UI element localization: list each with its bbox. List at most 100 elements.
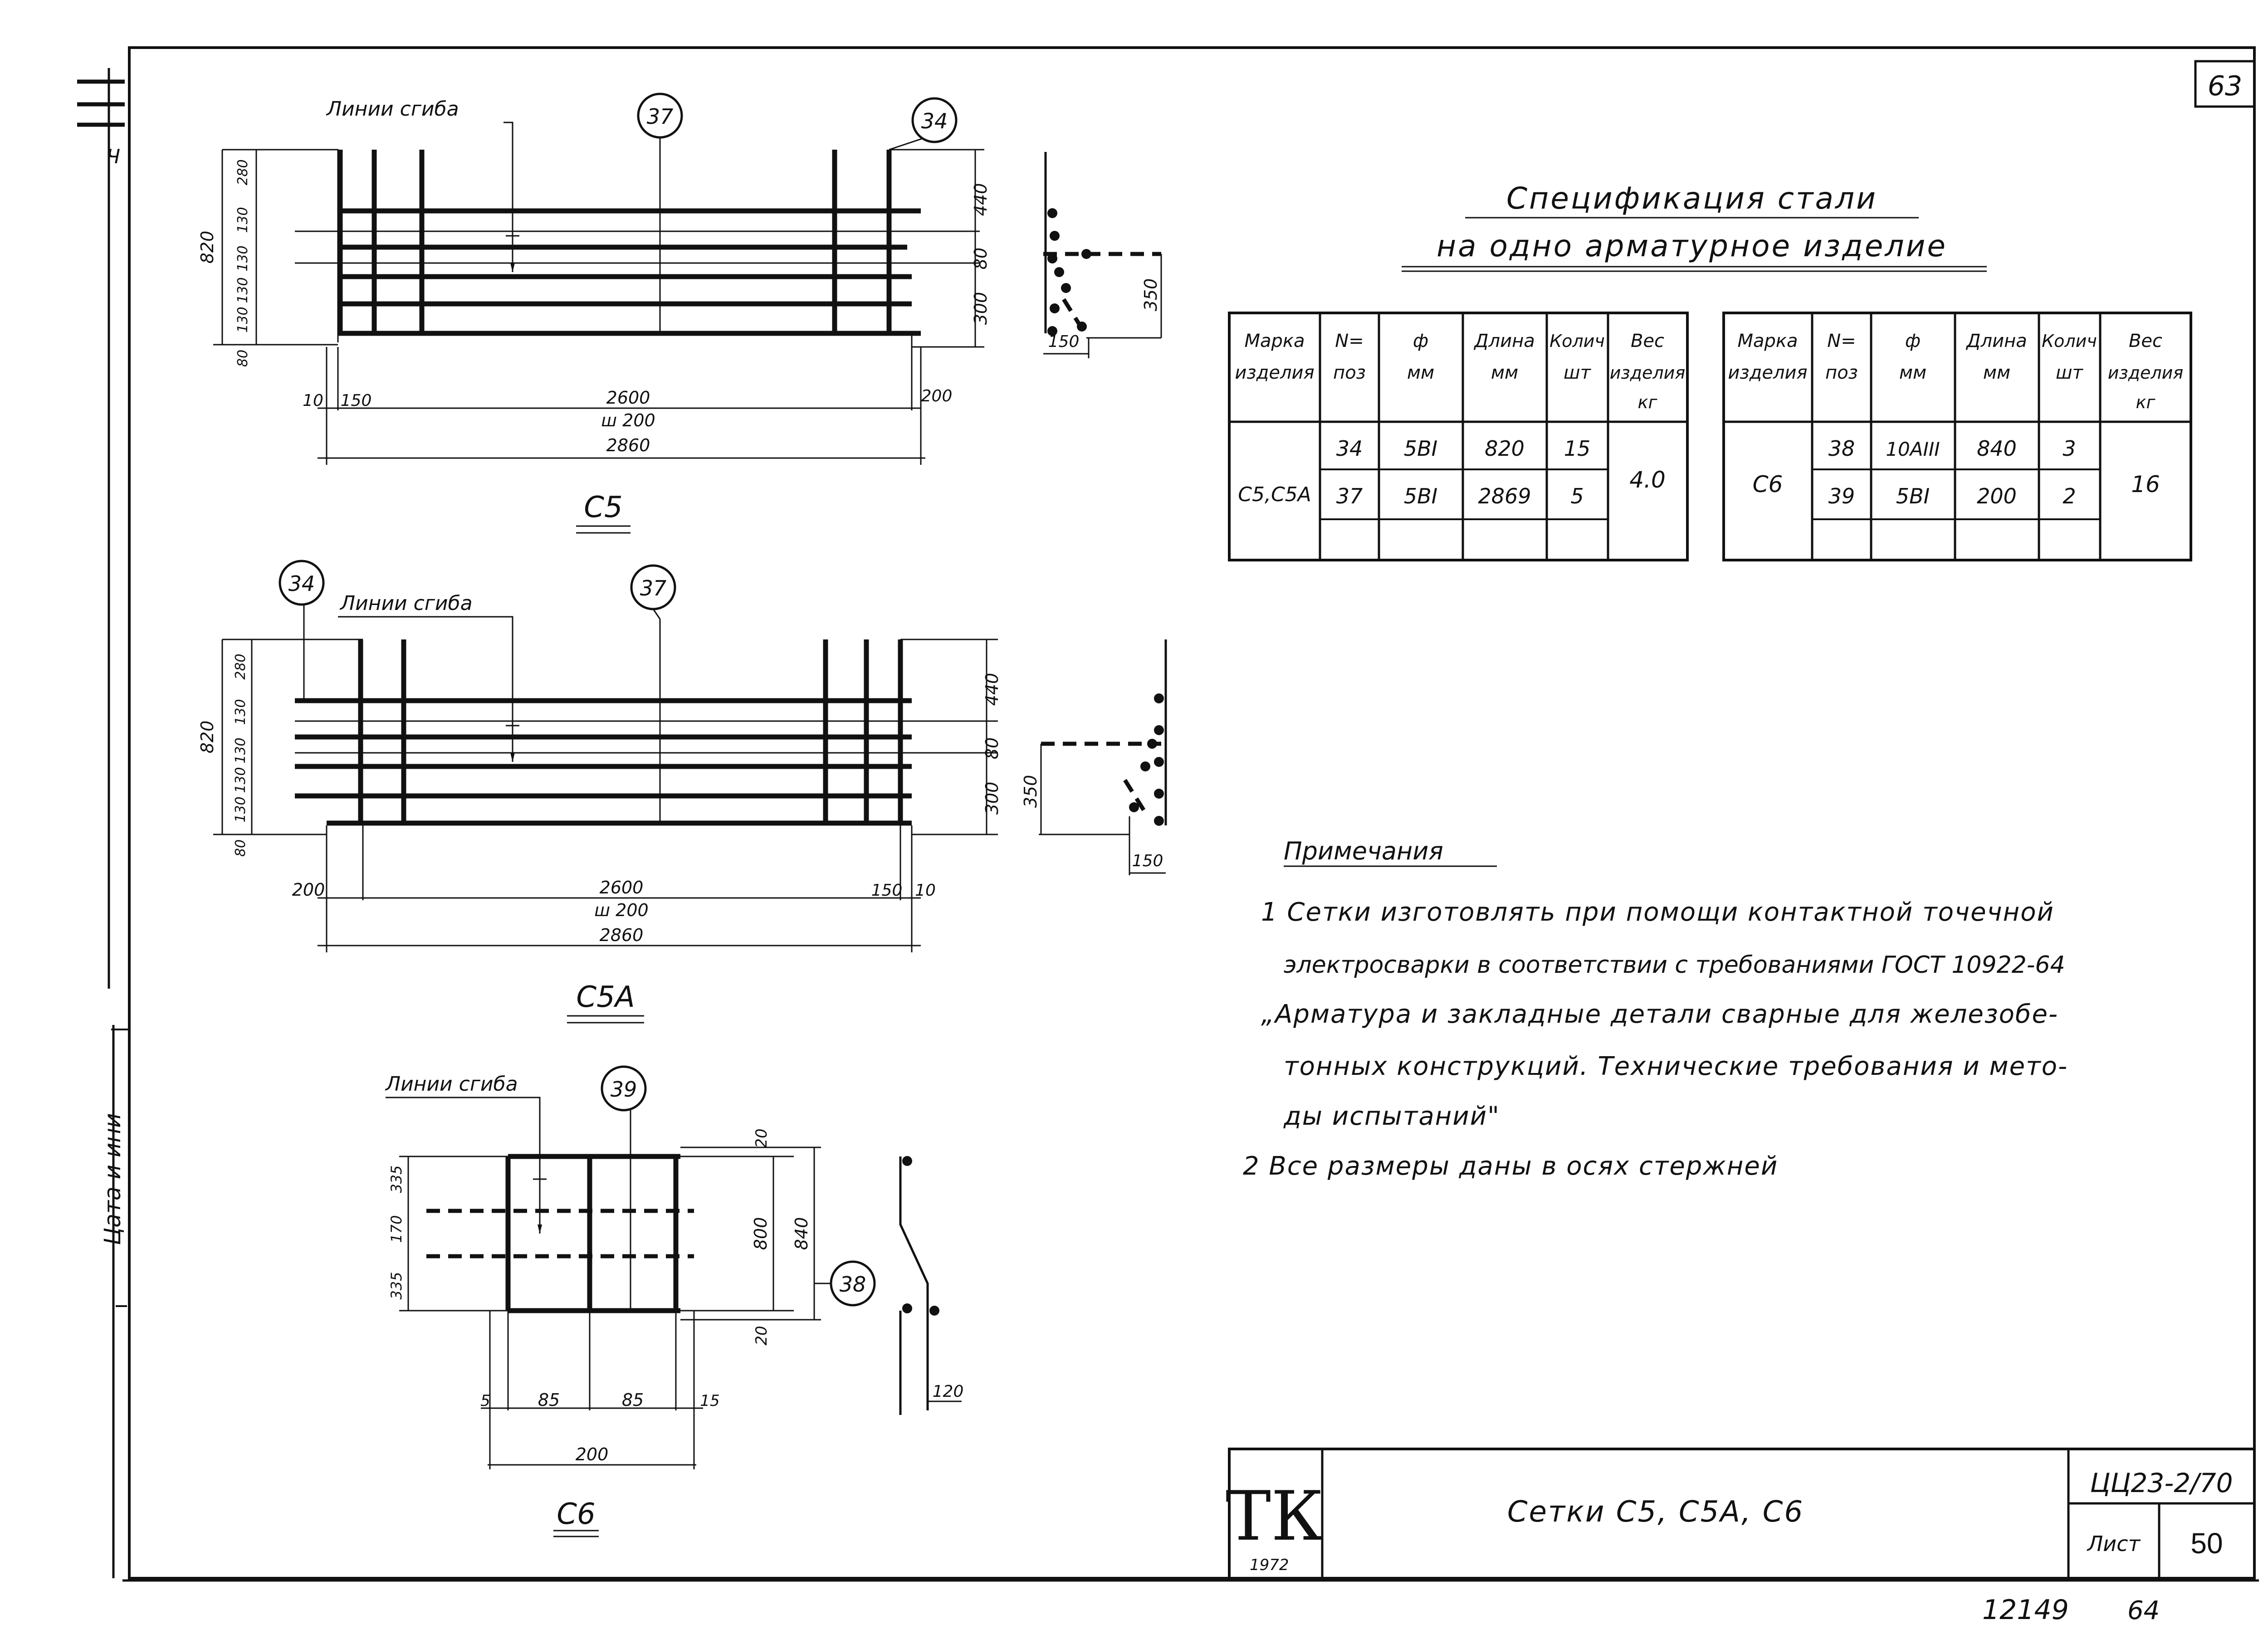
svg-text:820: 820 <box>197 231 217 264</box>
svg-text:шт: шт <box>2056 362 2084 383</box>
svg-text:2: 2 <box>2063 484 2076 508</box>
svg-text:300: 300 <box>982 782 1002 815</box>
c6-section <box>899 1156 962 1415</box>
svg-text:5ВI: 5ВI <box>1404 484 1437 508</box>
svg-text:20: 20 <box>753 1128 771 1148</box>
svg-text:5: 5 <box>1570 484 1584 508</box>
c6-bottom-dims: 5 85 85 15 200 <box>480 1390 719 1464</box>
svg-text:37: 37 <box>1336 484 1363 508</box>
sheet-frame <box>77 46 2259 1582</box>
svg-text:ш 200: ш 200 <box>601 410 655 430</box>
spec-table-1 <box>1228 312 1689 561</box>
spec-table-2-headers: Марка изделия N= поз ф мм Длина мм Колич… <box>1728 331 2183 412</box>
svg-text:Длина: Длина <box>1965 331 2027 351</box>
svg-text:200: 200 <box>576 1444 609 1464</box>
c6-section-dim-120: 120 <box>933 1382 964 1401</box>
svg-text:85: 85 <box>622 1390 644 1410</box>
svg-text:2860: 2860 <box>600 925 644 945</box>
svg-text:200: 200 <box>292 880 325 900</box>
c5-bottom-dims: 10 150 2600 ш 200 200 2860 <box>303 387 952 455</box>
svg-text:2869: 2869 <box>1478 484 1531 508</box>
left-margin-label: Цата и ини <box>99 1113 126 1245</box>
svg-text:85: 85 <box>538 1390 560 1410</box>
svg-text:5ВI: 5ВI <box>1404 436 1437 461</box>
c5a-section-dim-350: 350 <box>1021 775 1041 808</box>
svg-text:изделия: изделия <box>2108 363 2183 383</box>
notes-block: Примечания 1 Сетки изготовлять при помощ… <box>1243 837 2068 1181</box>
svg-text:130: 130 <box>235 245 251 271</box>
c6-bend-label: Линии сгиба <box>385 1073 518 1096</box>
c5-position-34: 34 <box>921 109 948 133</box>
svg-text:10АIII: 10АIII <box>1886 438 1940 460</box>
svg-text:10: 10 <box>915 881 936 900</box>
c5a-left-dims: 820 280 130 130 130 130 80 <box>197 654 249 857</box>
tk-logo: ТК <box>1226 1477 1324 1556</box>
svg-text:2600: 2600 <box>606 388 650 408</box>
svg-text:130: 130 <box>233 737 249 763</box>
svg-text:280: 280 <box>235 159 251 185</box>
svg-text:N=: N= <box>1827 331 1856 351</box>
svg-text:820: 820 <box>197 721 217 754</box>
spec-table-2-weight: 16 <box>2131 471 2160 498</box>
svg-text:80: 80 <box>233 839 249 857</box>
note-line-4: тонных конструкций. Технические требован… <box>1284 1052 2068 1081</box>
svg-text:840: 840 <box>792 1217 811 1250</box>
svg-text:840: 840 <box>1977 436 2017 461</box>
svg-text:изделия: изделия <box>1610 363 1685 383</box>
c5-right-dims: 440 80 300 <box>971 183 991 325</box>
sheet-corner-number: 63 <box>2208 70 2242 102</box>
spec-table-2 <box>1722 312 2192 561</box>
svg-text:200: 200 <box>921 387 953 405</box>
spec-table-1-mark: С5,С5А <box>1238 483 1311 506</box>
svg-text:800: 800 <box>751 1217 771 1250</box>
spec-table-1-body: С5,С5А 34 5ВI 820 15 37 5ВI 2869 5 4.0 <box>1238 436 1666 508</box>
svg-text:3: 3 <box>2063 436 2076 461</box>
mesh-c6-drawing <box>386 1065 876 1537</box>
mesh-c5a-drawing <box>213 560 998 1024</box>
c5a-position-37: 37 <box>640 576 667 600</box>
drawing-code: ЦЦ23-2/70 <box>2090 1468 2233 1498</box>
svg-text:2860: 2860 <box>606 435 650 455</box>
svg-text:130: 130 <box>235 207 251 233</box>
c5a-position-34: 34 <box>288 571 315 596</box>
c5-bend-label: Линии сгиба <box>326 98 459 121</box>
spec-table-1-headers: Марка изделия N= поз ф мм Длина мм Колич… <box>1235 331 1685 412</box>
svg-text:ф: ф <box>1413 331 1428 351</box>
footer-number-left: 12149 <box>1982 1594 2069 1626</box>
c5a-title: С5А <box>576 980 635 1014</box>
note-line-2: электросварки в соответствии с требовани… <box>1284 951 2065 979</box>
svg-text:440: 440 <box>982 673 1002 706</box>
svg-text:820: 820 <box>1485 436 1525 461</box>
c5-left-dims: 820 280 130 130 130 130 80 <box>197 159 251 367</box>
svg-text:Спецификация стали: Спецификация стали <box>1506 181 1877 216</box>
svg-text:170: 170 <box>388 1215 405 1243</box>
svg-text:5: 5 <box>480 1392 490 1410</box>
svg-text:поз: поз <box>1333 362 1366 383</box>
svg-text:130: 130 <box>233 796 249 822</box>
svg-text:15: 15 <box>700 1392 719 1410</box>
svg-text:200: 200 <box>1977 484 2017 508</box>
svg-text:Вес: Вес <box>1631 331 1664 351</box>
svg-text:ф: ф <box>1905 331 1921 351</box>
c5-section <box>1043 152 1162 358</box>
svg-text:на одно арматурное изделие: на одно арматурное изделие <box>1437 229 1947 263</box>
svg-text:Марка: Марка <box>1737 331 1798 351</box>
svg-text:34: 34 <box>1336 436 1363 461</box>
c5a-section <box>1039 639 1167 875</box>
svg-text:Вес: Вес <box>2129 331 2162 351</box>
note-line-3: „Арматура и закладные детали сварные для… <box>1261 1000 2058 1029</box>
svg-text:мм: мм <box>1983 362 2010 383</box>
sheet-label: Лист <box>2087 1532 2141 1556</box>
spec-table-2-mark: С6 <box>1753 471 1783 498</box>
svg-text:2600: 2600 <box>600 878 644 897</box>
tk-logo-year: 1972 <box>1250 1556 1289 1574</box>
svg-text:39: 39 <box>1828 484 1855 508</box>
svg-text:150: 150 <box>871 881 903 900</box>
c6-title: С6 <box>557 1497 595 1531</box>
svg-text:335: 335 <box>388 1165 405 1193</box>
note-line-6: 2 Все размеры даны в осях стержней <box>1243 1151 1778 1181</box>
svg-text:80: 80 <box>235 350 251 367</box>
svg-text:280: 280 <box>233 654 249 679</box>
spec-title: Спецификация стали на одно арматурное из… <box>1402 181 1987 272</box>
